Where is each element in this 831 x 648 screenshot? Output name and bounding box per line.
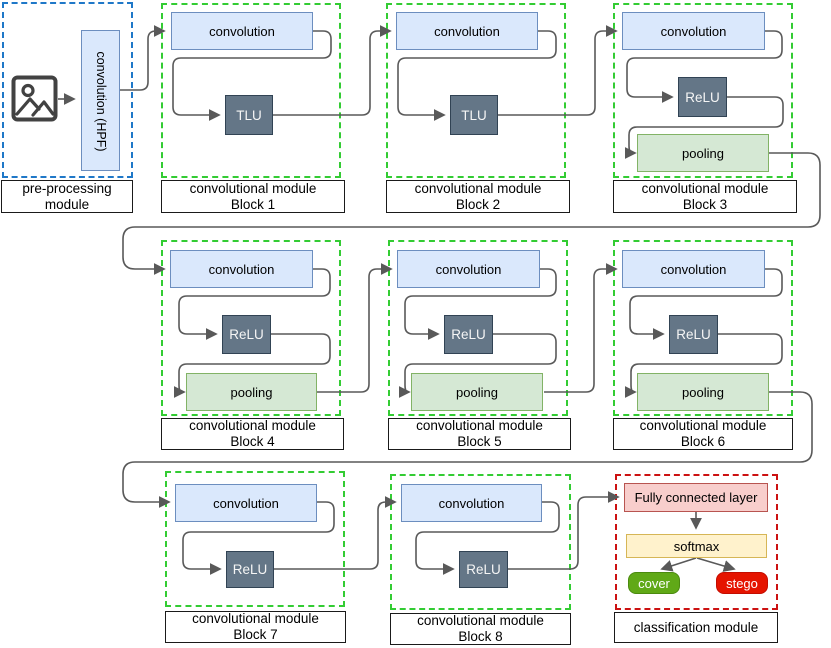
image-icon — [11, 75, 58, 122]
block4-container — [161, 240, 341, 416]
hpf-convolution-label: convolution (HPF) — [94, 51, 109, 152]
block5-relu-box: ReLU — [444, 315, 493, 354]
block7-relu-box: ReLU — [226, 551, 274, 588]
block7-convolution-box: convolution — [175, 484, 317, 522]
block8-container — [390, 474, 571, 610]
block8-relu-box: ReLU — [459, 551, 508, 588]
fully-connected-layer-box: Fully connected layer — [624, 483, 768, 512]
block8-convolution-box: convolution — [401, 484, 542, 522]
cover-output-box: cover — [628, 572, 680, 594]
block2-container — [386, 3, 566, 178]
connector-block3-relu-to-pooling — [624, 96, 784, 159]
connector-block7-conv-to-relu — [182, 501, 335, 575]
connector-block5-relu-to-pooling — [398, 333, 557, 398]
block6-convolution-box: convolution — [622, 250, 765, 288]
block1-convolution-box: convolution — [171, 12, 313, 50]
connector-block1-to-block2 — [273, 25, 392, 116]
connector-block1-conv-to-tlu — [172, 30, 332, 121]
stego-output-box: stego — [716, 572, 768, 594]
block3-container — [613, 3, 793, 178]
block3-relu-box: ReLU — [678, 77, 727, 117]
block7-module-label: convolutional module Block 7 — [165, 611, 346, 643]
connector-block6-relu-to-pooling — [624, 333, 783, 398]
block8-module-label: convolutional module Block 8 — [390, 613, 571, 645]
hpf-convolution-box: convolution (HPF) — [81, 30, 120, 171]
connector-block3-to-block4 — [122, 152, 821, 275]
connector-block8-to-fc — [508, 491, 620, 570]
block2-convolution-box: convolution — [396, 12, 538, 50]
block6-module-label: convolutional module Block 6 — [613, 418, 793, 450]
connector-block8-conv-to-relu — [415, 501, 560, 575]
block4-relu-box: ReLU — [222, 315, 271, 354]
preprocessing-module-label: pre-processing module — [1, 180, 133, 213]
block4-pooling-box: pooling — [186, 373, 317, 411]
block6-container — [613, 240, 793, 416]
classification-module-container — [615, 474, 778, 610]
block3-convolution-box: convolution — [622, 12, 765, 50]
connector-block2-conv-to-tlu — [397, 30, 557, 121]
connector-block3-conv-to-relu — [626, 30, 783, 103]
block3-pooling-box: pooling — [637, 134, 769, 172]
block1-tlu-box: TLU — [225, 95, 273, 135]
block6-pooling-box: pooling — [637, 373, 769, 411]
block5-container — [388, 240, 568, 416]
connector-block2-to-block3 — [498, 25, 618, 116]
block1-module-label: convolutional module Block 1 — [161, 180, 345, 213]
block1-container — [161, 3, 341, 178]
block2-tlu-box: TLU — [450, 95, 498, 135]
connector-block6-to-block7 — [122, 391, 813, 508]
connector-hpf-to-block1 — [120, 25, 166, 91]
block2-module-label: convolutional module Block 2 — [386, 180, 570, 213]
connector-softmax-to-cover — [660, 557, 697, 572]
classification-module-label: classification module — [614, 612, 778, 643]
block6-relu-box: ReLU — [669, 315, 718, 354]
block7-container — [165, 471, 345, 607]
connector-block4-conv-to-relu — [178, 268, 331, 340]
connector-softmax-to-stego — [696, 557, 736, 572]
connector-block7-to-block8 — [274, 496, 397, 570]
connector-block5-conv-to-relu — [404, 268, 557, 340]
block4-module-label: convolutional module Block 4 — [161, 418, 344, 450]
connector-block6-conv-to-relu — [629, 268, 783, 340]
connector-block4-relu-to-pooling — [173, 333, 331, 398]
block5-convolution-box: convolution — [397, 250, 540, 288]
softmax-box: softmax — [626, 534, 767, 558]
block4-convolution-box: convolution — [170, 250, 313, 288]
block3-module-label: convolutional module Block 3 — [613, 180, 797, 213]
connector-block4-to-block5 — [317, 263, 393, 393]
connector-block5-to-block6 — [544, 263, 618, 393]
block5-module-label: convolutional module Block 5 — [388, 418, 571, 450]
block5-pooling-box: pooling — [411, 373, 543, 411]
